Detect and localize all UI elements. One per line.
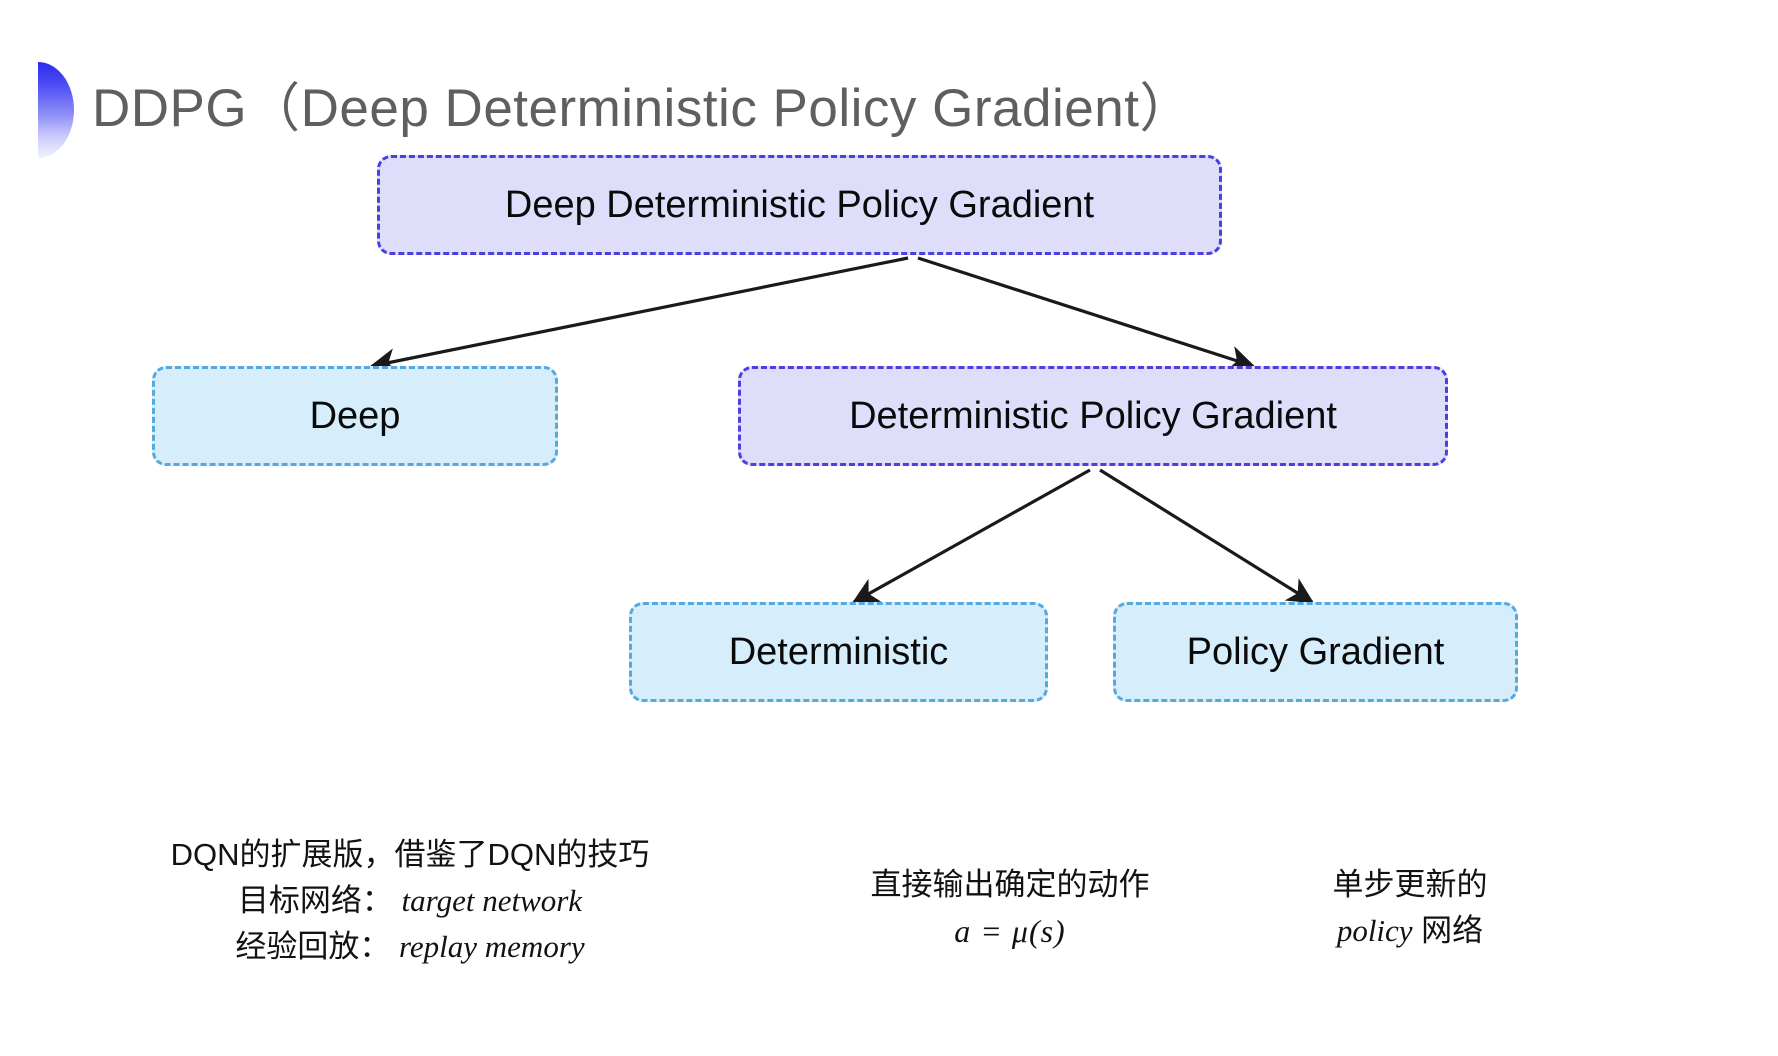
caption-deep-line1: DQN的扩展版，借鉴了DQN的技巧 <box>170 837 650 872</box>
caption-deep-line3: 经验回放： replay memory <box>100 924 720 970</box>
node-policy-gradient[interactable]: Policy Gradient <box>1113 602 1518 702</box>
caption-deep-line2: 目标网络： target network <box>100 878 720 924</box>
edge-dpg-to-policygradient <box>1099 468 1315 604</box>
caption-policy-gradient-suffix: 网络 <box>1412 912 1484 948</box>
caption-deep-line3-term: replay memory <box>398 928 585 964</box>
caption-policy-gradient-line2: policy 网络 <box>1140 908 1680 954</box>
page-title: DDPG（Deep Deterministic Policy Gradient） <box>92 79 1193 138</box>
node-root[interactable]: Deep Deterministic Policy Gradient <box>377 155 1222 255</box>
caption-policy-gradient-term: policy <box>1336 912 1413 948</box>
caption-policy-gradient: 单步更新的 policy 网络 <box>1140 862 1680 954</box>
caption-deep-line3-label: 经验回放： <box>235 928 391 964</box>
node-deterministic[interactable]: Deterministic <box>629 602 1048 702</box>
edge-root-to-deep <box>369 256 909 375</box>
edge-dpg-to-deterministic <box>851 468 1091 604</box>
caption-policy-gradient-line1: 单步更新的 <box>1332 867 1488 902</box>
caption-deep-line2-term: target network <box>401 882 583 918</box>
caption-deterministic-formula: a = μ(s) <box>954 912 1066 949</box>
node-deep[interactable]: Deep <box>152 366 558 466</box>
caption-deep-line2-label: 目标网络： <box>237 882 393 918</box>
title-decoration-half-circle-icon <box>38 62 74 158</box>
edge-root-to-dpg <box>917 256 1256 372</box>
caption-deterministic: 直接输出确定的动作 a = μ(s) <box>700 862 1320 955</box>
caption-deep: DQN的扩展版，借鉴了DQN的技巧 目标网络： target network 经… <box>100 832 720 970</box>
caption-deterministic-line1: 直接输出确定的动作 <box>870 867 1150 902</box>
node-deterministic-policy-gradient[interactable]: Deterministic Policy Gradient <box>738 366 1448 466</box>
